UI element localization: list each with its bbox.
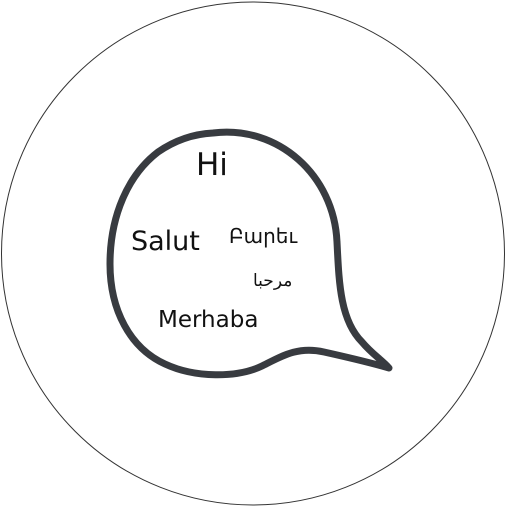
- speech-bubble-icon: [106, 128, 393, 379]
- greeting-hi: Hi: [196, 147, 228, 183]
- greeting-arabic: مرحبا: [253, 271, 293, 291]
- greeting-salut: Salut: [131, 226, 200, 257]
- greeting-armenian: Բարեւ: [229, 224, 298, 248]
- greeting-merhaba: Merhaba: [158, 307, 259, 333]
